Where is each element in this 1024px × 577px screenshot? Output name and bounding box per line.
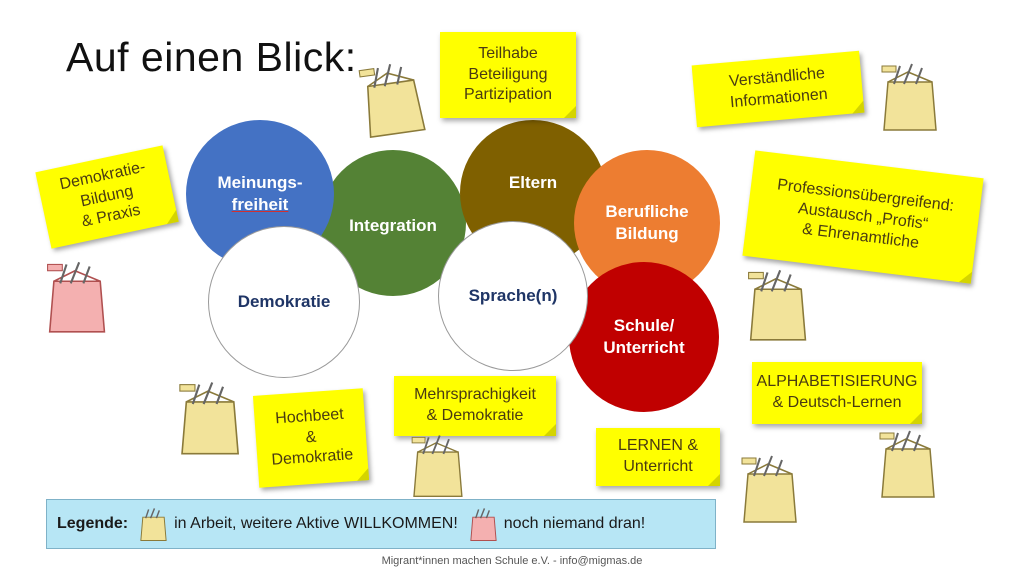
note-hochbeet: Hochbeet & Demokratie xyxy=(252,388,370,488)
circle-sprachen-label: Sprache(n) xyxy=(468,285,558,305)
note-lernen: LERNEN & Unterricht xyxy=(596,428,720,486)
circle-demokratie-label: Demokratie xyxy=(237,291,331,311)
legend-in-work-text: in Arbeit, weitere Aktive WILLKOMMEN! xyxy=(174,515,458,532)
note-teilhabe-text: Teilhabe Beteiligung Partizipation xyxy=(463,44,553,104)
toolbox-yellow-icon xyxy=(741,455,797,523)
note-alphabetisierung-text: ALPHABETISIERUNG & Deutsch-Lernen xyxy=(756,373,918,411)
footer-text: Migrant*innen machen Schule e.V. - info@… xyxy=(381,555,643,567)
circle-meinungsfreiheit-label-2: freiheit xyxy=(231,195,289,214)
toolbox-yellow-icon xyxy=(411,435,463,498)
toolbox-yellow-icon xyxy=(179,382,240,455)
circle-sprachen: Sprache(n) xyxy=(438,221,588,371)
note-demokratie-bildung-text: Demokratie- Bildung & Praxis xyxy=(58,158,147,231)
note-verstaendliche-informationen: Verständliche Informationen xyxy=(691,50,865,128)
legend-toolbox-yellow-icon xyxy=(140,508,167,541)
toolbox-yellow-icon xyxy=(879,430,935,498)
circle-schule-unterricht-label: Schule/ Unterricht xyxy=(603,315,685,357)
toolbox-yellow-icon xyxy=(358,63,426,138)
circle-eltern-label: Eltern xyxy=(508,172,558,192)
slide-title: Auf einen Blick: xyxy=(66,34,357,80)
circle-meinungsfreiheit-label-1: Meinungs- xyxy=(217,172,303,192)
circle-schule-unterricht: Schule/ Unterricht xyxy=(569,262,719,412)
circle-demokratie: Demokratie xyxy=(208,226,360,378)
note-mehrsprachigkeit-text: Mehrsprachigkeit & Demokratie xyxy=(414,386,536,424)
note-verstaendliche-text: Verständliche Informationen xyxy=(728,65,829,112)
note-alphabetisierung: ALPHABETISIERUNG & Deutsch-Lernen xyxy=(752,362,922,424)
legend-label: Legende: xyxy=(57,515,129,532)
note-mehrsprachigkeit: Mehrsprachigkeit & Demokratie xyxy=(394,376,556,436)
circle-berufliche-bildung-label: Berufliche Bildung xyxy=(605,201,689,243)
toolbox-red-icon xyxy=(47,261,106,333)
circle-integration-label: Integration xyxy=(349,215,437,235)
toolbox-yellow-icon xyxy=(881,63,937,131)
note-professions-text: Professionsübergreifend: Austausch „Prof… xyxy=(776,176,955,253)
note-hochbeet-text: Hochbeet & Demokratie xyxy=(270,405,354,470)
legend-nobody-text: noch niemand dran! xyxy=(503,515,646,532)
note-demokratie-bildung: Demokratie- Bildung & Praxis xyxy=(35,145,179,249)
note-teilhabe: Teilhabe Beteiligung Partizipation xyxy=(440,32,576,118)
legend-box: Legende: in Arbeit, weitere Aktive WILLK… xyxy=(46,499,716,549)
toolbox-yellow-icon xyxy=(748,269,807,341)
note-lernen-text: LERNEN & Unterricht xyxy=(617,437,699,475)
legend-toolbox-red-icon xyxy=(470,508,497,541)
